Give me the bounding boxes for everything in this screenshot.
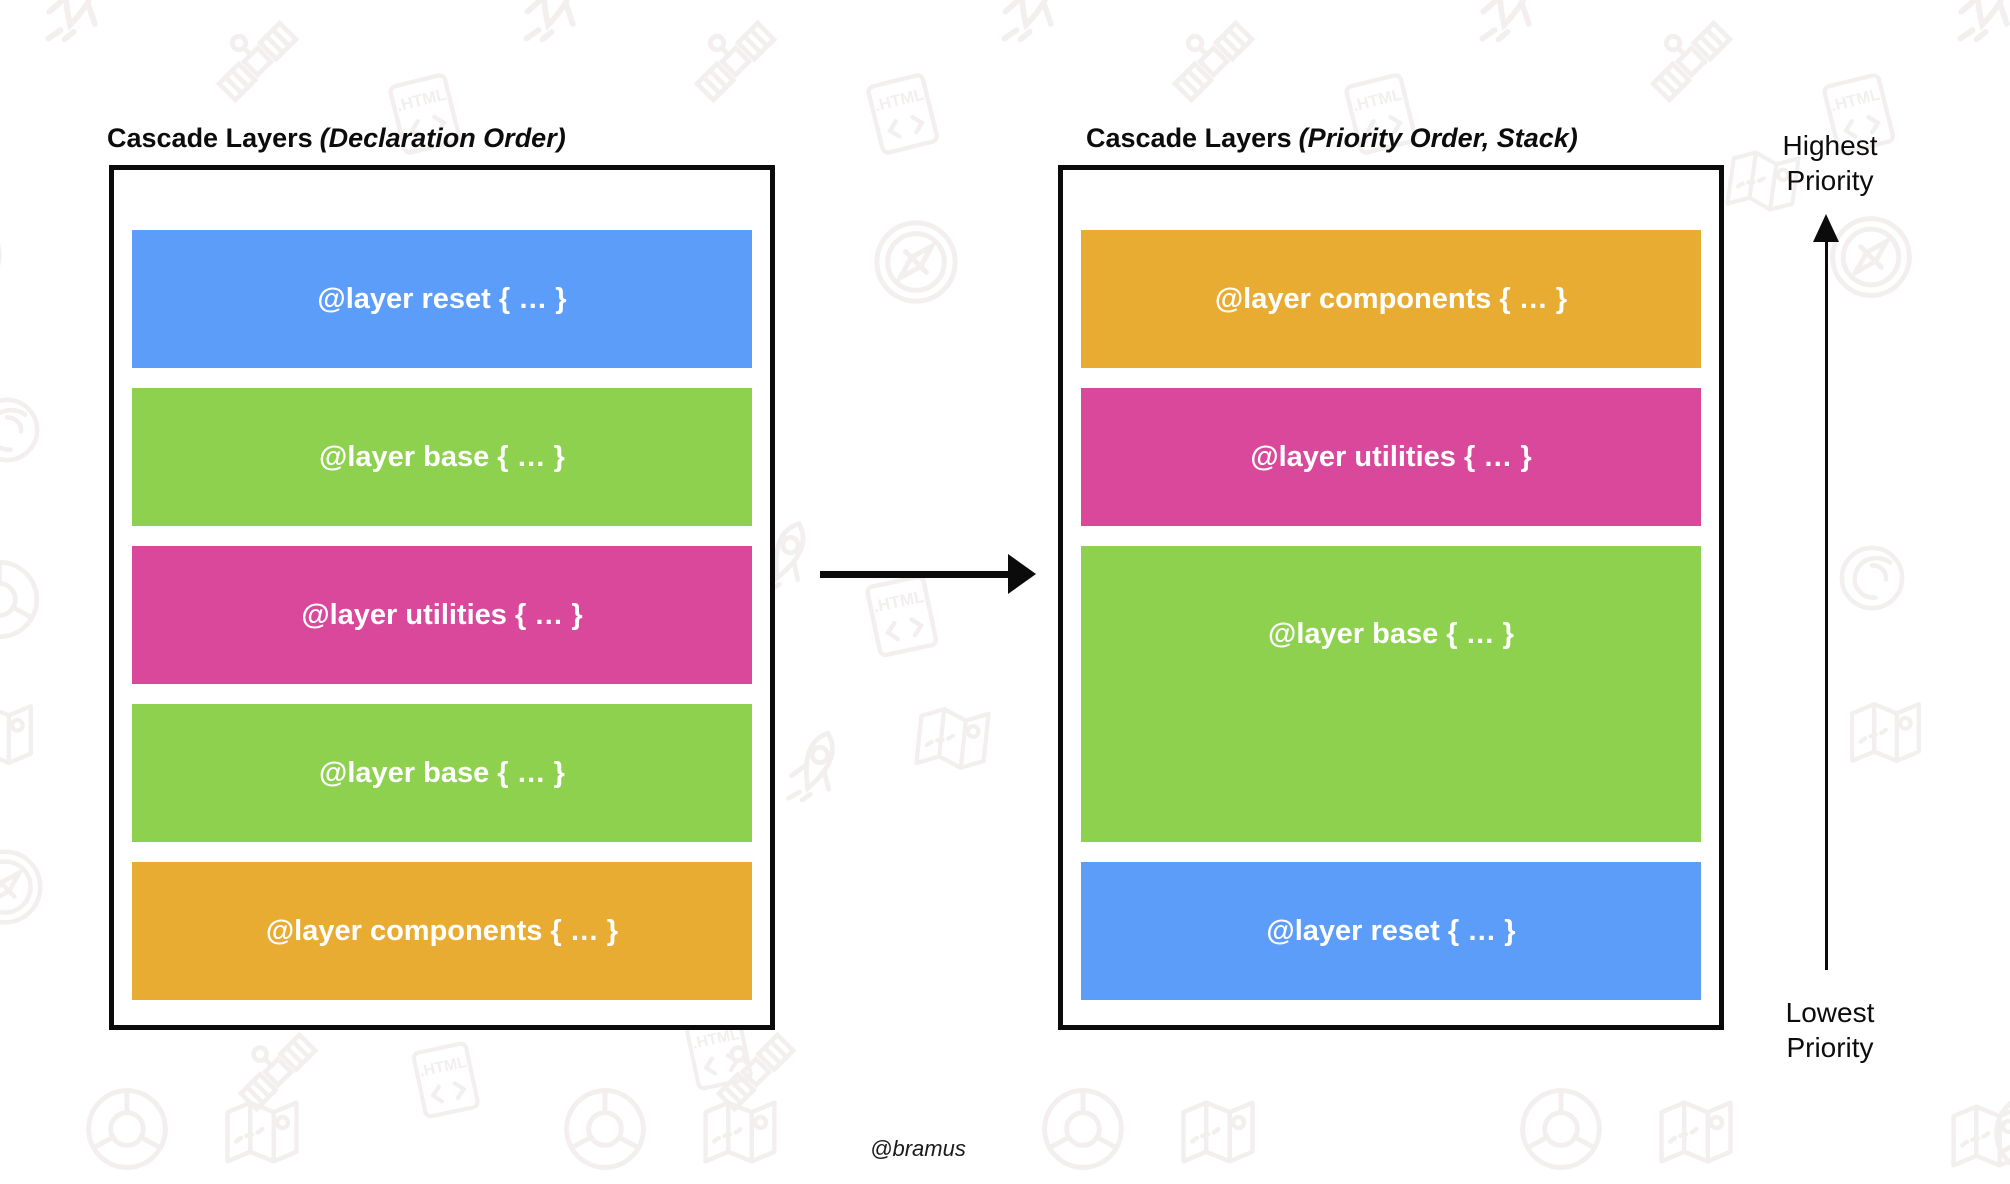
layer-bar-base: @layer base { … } [1081, 546, 1701, 842]
right-panel-title: Cascade Layers(Priority Order, Stack) [1086, 122, 1578, 154]
layer-bar-base: @layer base { … } [132, 704, 752, 842]
left-title-main: Cascade Layers [107, 123, 313, 153]
map-icon [1944, 1092, 2010, 1180]
left-panel-title: Cascade Layers(Declaration Order) [107, 122, 566, 154]
lowest-priority-line2: Priority [1786, 1032, 1874, 1063]
map-icon [906, 692, 999, 785]
satellite-icon [1644, 14, 1739, 109]
satellite-icon [710, 1026, 802, 1118]
layer-bar-label: @layer components { … } [265, 914, 619, 947]
priority-order-box: @layer components { … } @layer utilities … [1058, 165, 1724, 1030]
chrome-icon [1512, 1080, 1610, 1178]
chrome-icon [556, 1080, 654, 1178]
layer-bar-label: @layer reset { … } [1266, 914, 1516, 947]
map-icon [696, 1088, 784, 1176]
priority-arrow-head-icon [1813, 214, 1839, 242]
layer-bar-components: @layer components { … } [1081, 230, 1701, 368]
transform-arrow-head-icon [1008, 554, 1036, 594]
satellite-icon [1166, 14, 1261, 109]
highest-priority-label: Highest Priority [1730, 128, 1930, 198]
layer-bar-components: @layer components { … } [132, 862, 752, 1000]
chrome-icon [1034, 1080, 1132, 1178]
map-icon [1843, 690, 1928, 775]
rocket-icon [760, 710, 873, 823]
rocket-icon [969, 0, 1098, 62]
right-title-main: Cascade Layers [1086, 123, 1292, 153]
rocket-icon [13, 0, 142, 62]
rocket-icon [491, 0, 620, 62]
map-icon [218, 1088, 306, 1176]
layer-bar-label: @layer base { … } [1268, 618, 1514, 650]
layer-bar-label: @layer reset { … } [317, 282, 567, 315]
layer-bar-reset: @layer reset { … } [1081, 862, 1701, 1000]
layer-bar-label: @layer components { … } [1214, 282, 1568, 315]
satellite-icon [232, 1026, 324, 1118]
transform-arrow-line [820, 571, 1010, 578]
declaration-order-box: @layer reset { … } @layer base { … } @laye… [109, 165, 775, 1030]
swirl-icon [1830, 536, 1914, 620]
layer-bar-label: @layer base { … } [319, 440, 565, 473]
layer-bar-reset: @layer reset { … } [132, 230, 752, 368]
left-title-qualifier: (Declaration Order) [319, 123, 566, 153]
chrome-icon [1986, 1084, 2010, 1182]
compass-icon [0, 842, 50, 932]
chrome-icon [78, 1080, 176, 1178]
layer-bar-utilities: @layer utilities { … } [132, 546, 752, 684]
layer-bar-label: @layer base { … } [319, 756, 565, 789]
satellite-icon [210, 14, 305, 109]
highest-priority-line2: Priority [1786, 165, 1874, 196]
html-icon [397, 1032, 494, 1129]
layer-bar-utilities: @layer utilities { … } [1081, 388, 1701, 526]
map-icon [1652, 1088, 1740, 1176]
swirl-icon [0, 388, 49, 472]
layer-bar-label: @layer utilities { … } [1250, 440, 1532, 473]
lowest-priority-line1: Lowest [1785, 997, 1875, 1028]
credit-handle: @bramus [870, 1136, 966, 1161]
priority-arrow-line [1825, 240, 1828, 970]
html-icon [850, 565, 954, 669]
rocket-icon [1447, 0, 1576, 62]
highest-priority-line1: Highest [1782, 130, 1878, 161]
right-title-qualifier: (Priority Order, Stack) [1298, 123, 1578, 153]
compass-icon [0, 205, 10, 305]
lowest-priority-label: Lowest Priority [1730, 995, 1930, 1065]
compass-icon [866, 212, 966, 312]
rocket-icon [1925, 0, 2010, 62]
html-icon [851, 63, 955, 167]
satellite-icon [688, 14, 783, 109]
map-icon [1174, 1088, 1262, 1176]
map-icon [0, 692, 40, 777]
chrome-icon [0, 552, 47, 647]
layer-bar-label: @layer utilities { … } [301, 598, 583, 631]
layer-bar-base: @layer base { … } [132, 388, 752, 526]
